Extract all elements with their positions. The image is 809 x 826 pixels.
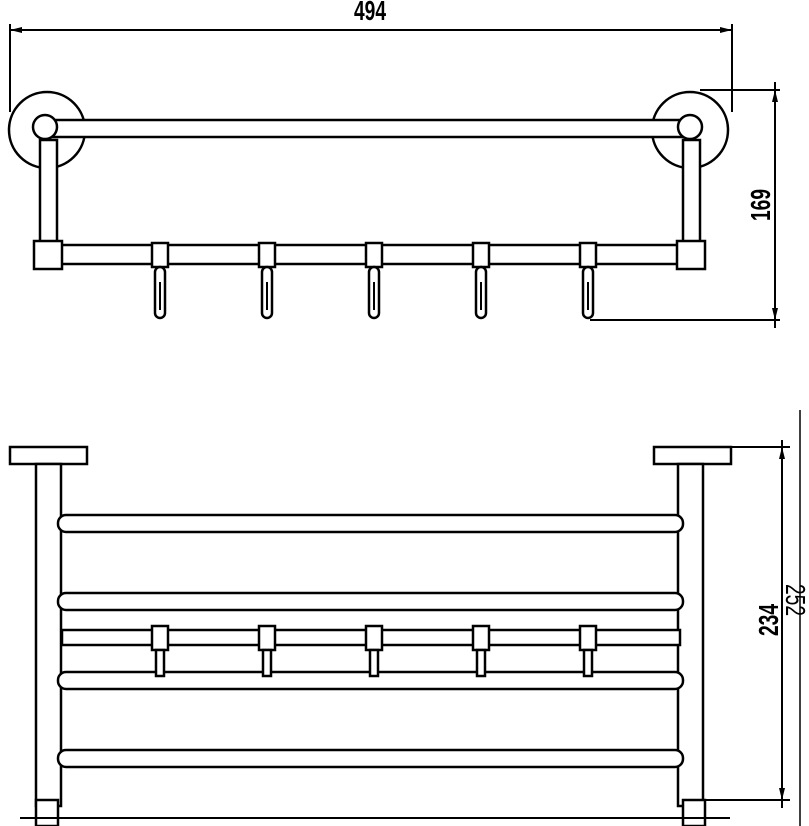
right-rail-cap [676,113,704,141]
top-hook [257,624,277,678]
width-label: 494 [354,0,387,27]
top-hook [471,624,491,678]
front-hook [364,241,384,320]
left-side-arm [34,462,63,808]
depth-mirrored-label: 252 [779,584,809,616]
width-dimension: 494 [9,0,733,112]
right-bottom-block [681,798,707,826]
left-rail-cap [31,113,59,141]
height-label: 169 [746,189,777,221]
top-hook [150,624,170,678]
front-view: 494 169 [7,0,780,328]
top-hook [364,624,384,678]
front-hook [257,241,277,320]
shelf-rail-4 [56,748,685,769]
top-rail [45,118,692,139]
top-hooks [150,624,598,678]
shelf-rail-1 [56,513,685,534]
left-bottom-block [34,798,60,826]
left-support-arm [38,138,59,244]
right-bar-block [675,239,707,271]
height-dimension: 169 [590,82,780,328]
front-hook [578,241,598,320]
front-hooks [150,241,598,320]
front-hook [150,241,170,320]
top-view: 234 252 [8,410,809,826]
depth-dimension: 234 252 [705,410,809,826]
left-bar-block [32,239,64,271]
shelf-rail-2 [56,591,685,612]
right-support-arm [681,138,702,244]
front-hook [471,241,491,320]
left-wall-plate [8,445,89,466]
depth-label: 234 [754,603,785,636]
top-hook [578,624,598,678]
right-wall-plate [652,445,733,466]
